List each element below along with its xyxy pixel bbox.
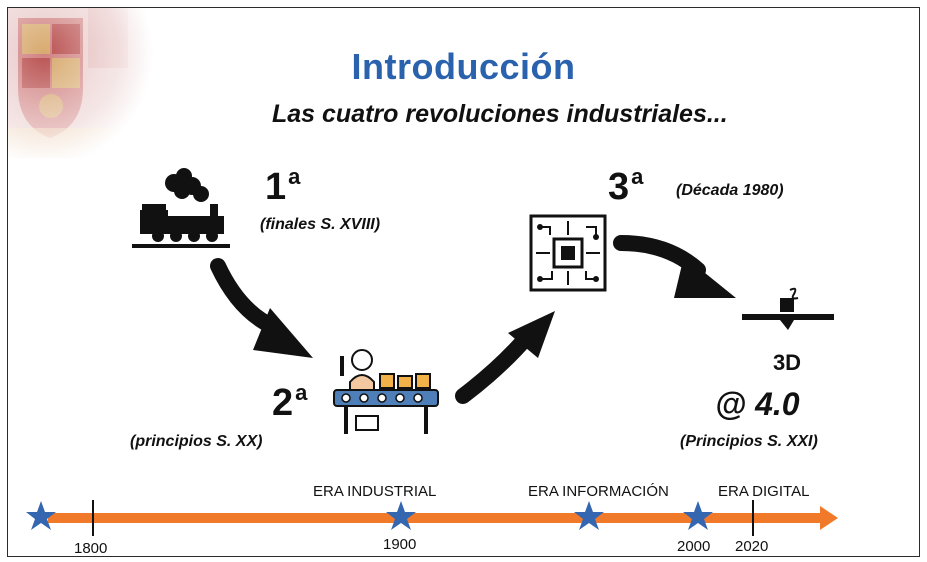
timeline-star-information xyxy=(574,501,604,530)
revolution-3-label: 3a xyxy=(608,164,644,208)
3d-label: 3D xyxy=(773,350,801,375)
timeline-star-1900 xyxy=(386,501,416,530)
timeline-star-start xyxy=(26,501,56,530)
era-information-label: ERA INFORMACIÓN xyxy=(528,483,669,500)
year-1800: 1800 xyxy=(74,540,108,557)
year-2020: 2020 xyxy=(735,538,769,555)
revolution-1-label: 1a xyxy=(265,164,301,208)
revolution-4-label: @ 4.0 xyxy=(715,386,800,422)
timeline-bar xyxy=(48,513,824,523)
era-digital-label: ERA DIGITAL xyxy=(718,483,810,500)
slide: Introducción Las cuatro revoluciones ind… xyxy=(7,7,920,557)
arrow-1-to-2-head xyxy=(253,308,313,358)
assembly-line-worker-icon xyxy=(333,349,439,434)
year-2000: 2000 xyxy=(677,538,711,555)
revolution-4-period: (Principios S. XXI) xyxy=(680,433,818,450)
3d-printer-icon: 3D xyxy=(742,287,834,375)
flow-arrows xyxy=(210,235,736,404)
era-industrial-label: ERA INDUSTRIAL xyxy=(313,483,437,500)
page-subtitle: Las cuatro revoluciones industriales... xyxy=(272,100,728,128)
coat-of-arms-emblem xyxy=(8,8,153,158)
year-1900: 1900 xyxy=(383,536,417,553)
arrow-2-to-3 xyxy=(455,330,534,404)
timeline-arrowhead xyxy=(820,506,838,530)
page-title: Introducción xyxy=(351,46,576,87)
revolution-3-period: (Década 1980) xyxy=(676,182,784,199)
steam-train-icon xyxy=(132,168,230,248)
arrow-2-to-3-head xyxy=(508,311,555,358)
arrow-3-to-4-head xyxy=(674,256,736,298)
timeline-star-2000 xyxy=(683,501,713,530)
revolution-2-label: 2a xyxy=(272,380,308,424)
circuit-chip-icon xyxy=(529,214,607,292)
revolution-2-period: (principios S. XX) xyxy=(130,433,263,450)
revolution-1-period: (finales S. XVIII) xyxy=(260,216,381,233)
timeline xyxy=(26,500,838,536)
